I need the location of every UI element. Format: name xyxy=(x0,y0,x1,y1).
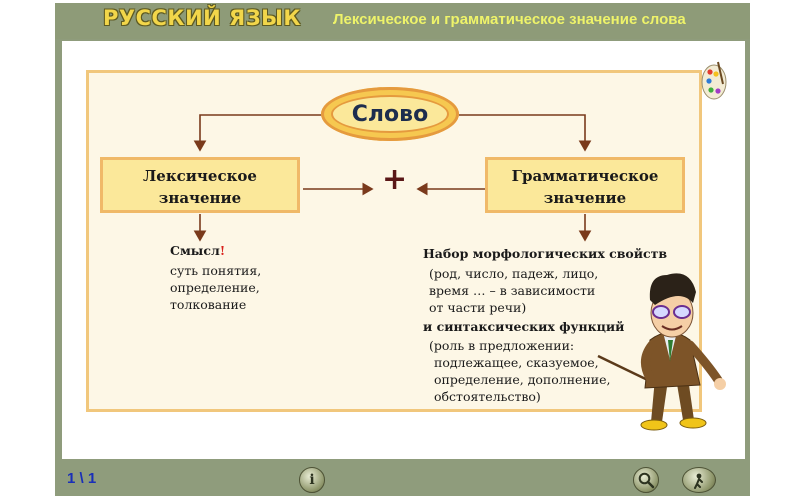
grammatical-line-2: значение xyxy=(543,189,627,207)
lexical-line-1: Лексическое xyxy=(143,167,257,185)
lexical-line-2: значение xyxy=(158,189,242,207)
word-oval: Слово xyxy=(321,87,459,141)
meaning-line-1: суть понятия, xyxy=(170,263,262,278)
meaning-line-3: толкование xyxy=(170,297,247,312)
exit-button[interactable] xyxy=(682,467,716,493)
exclamation-mark: ! xyxy=(219,243,226,258)
meaning-heading-text: Смысл xyxy=(170,243,220,258)
morphology-line-2: время … – в зависимости xyxy=(429,283,596,298)
syntax-line-1: (роль в предложении: xyxy=(429,338,575,353)
word-label: Слово xyxy=(331,95,449,133)
arrow-to-grammatical xyxy=(459,114,592,152)
arrow-to-lexical xyxy=(193,114,322,152)
syntax-heading: и синтаксических функций xyxy=(423,319,625,334)
info-button[interactable]: i xyxy=(299,467,325,493)
grammatical-meaning-box: Грамматическое значение xyxy=(485,157,685,213)
lesson-title: Лексическое и грамматическое значение сл… xyxy=(333,11,686,28)
magnifier-icon xyxy=(638,472,655,489)
grammatical-line-1: Грамматическое xyxy=(511,167,659,185)
brand-logo: РУССКИЙ ЯЗЫК xyxy=(103,6,302,30)
morphology-line-1: (род, число, падеж, лицо, xyxy=(429,266,599,281)
search-button[interactable] xyxy=(633,467,659,493)
exit-icon xyxy=(694,473,703,489)
title-bar xyxy=(55,3,750,39)
lexical-meaning-box: Лексическое значение xyxy=(100,157,300,213)
syntax-line-4: обстоятельство) xyxy=(434,389,541,404)
meaning-line-2: определение, xyxy=(170,280,260,295)
page-counter: 1 \ 1 xyxy=(67,470,97,487)
morphology-line-3: от части речи) xyxy=(429,300,527,315)
syntax-line-2: подлежащее, сказуемое, xyxy=(434,355,599,370)
plus-sign: + xyxy=(382,162,408,197)
morphology-heading: Набор морфологических свойств xyxy=(423,246,668,261)
meaning-heading: Смысл! xyxy=(170,242,225,259)
syntax-line-3: определение, дополнение, xyxy=(434,372,611,387)
info-icon: i xyxy=(309,472,315,488)
